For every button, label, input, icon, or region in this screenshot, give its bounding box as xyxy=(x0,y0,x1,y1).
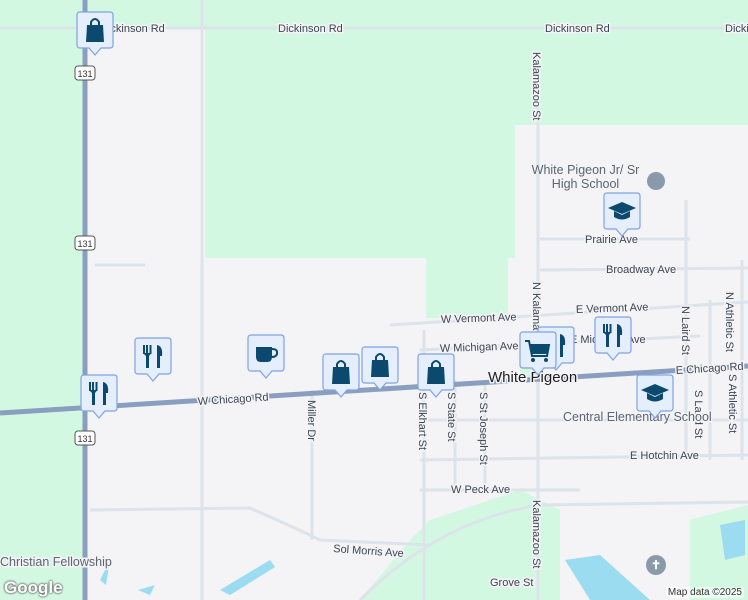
svg-text:W Vermont Ave: W Vermont Ave xyxy=(441,311,517,326)
svg-text:131: 131 xyxy=(77,69,92,79)
svg-text:E Hotchin Ave: E Hotchin Ave xyxy=(630,450,699,462)
svg-text:Dickinson Rd: Dickinson Rd xyxy=(545,23,610,35)
svg-text:Sol Morris Ave: Sol Morris Ave xyxy=(333,543,404,560)
chicago-rd xyxy=(0,363,748,416)
marker-shopping[interactable] xyxy=(76,11,114,56)
svg-text:S Laird St: S Laird St xyxy=(692,390,704,438)
svg-text:S State St: S State St xyxy=(445,392,457,442)
church-pin-icon xyxy=(646,555,666,575)
marker-shopping[interactable] xyxy=(361,346,399,391)
marker-school[interactable] xyxy=(603,192,641,237)
svg-text:Prairie Ave: Prairie Ave xyxy=(585,234,638,246)
svg-text:W Peck Ave: W Peck Ave xyxy=(451,484,510,496)
svg-text:Kalamazoo St: Kalamazoo St xyxy=(530,500,542,568)
marker-restaurant[interactable] xyxy=(80,374,118,419)
svg-text:N Athletic St: N Athletic St xyxy=(723,292,735,352)
marker-restaurant[interactable] xyxy=(134,337,172,382)
map-attribution[interactable]: Map data ©2025 xyxy=(665,587,744,598)
svg-text:Dickinson Rd: Dickinson Rd xyxy=(100,23,165,35)
svg-text:W Michigan Ave: W Michigan Ave xyxy=(440,340,519,355)
place-labels: Central Elementary School Christian Fell… xyxy=(0,172,713,575)
school-pin-icon xyxy=(647,172,665,190)
svg-text:N Kalama: N Kalama xyxy=(530,282,542,331)
svg-text:✝: ✝ xyxy=(651,558,661,572)
marker-restaurant[interactable] xyxy=(594,316,632,361)
google-logo: Google xyxy=(4,578,63,597)
us-131-shield: 131 131 131 xyxy=(74,65,96,446)
marker-grocery[interactable] xyxy=(519,331,557,376)
svg-text:E Chicago Rd: E Chicago Rd xyxy=(675,361,743,377)
central-elementary-label: Central Elementary School xyxy=(563,410,712,424)
svg-text:S St Joseph St: S St Joseph St xyxy=(477,392,489,465)
marker-school[interactable] xyxy=(636,374,674,419)
svg-text:N Laird St: N Laird St xyxy=(679,306,691,355)
svg-text:Miller Dr: Miller Dr xyxy=(305,400,317,441)
svg-text:E Vermont Ave: E Vermont Ave xyxy=(576,301,649,316)
marker-shopping[interactable] xyxy=(322,353,360,398)
svg-text:Dickinson Rd: Dickinson Rd xyxy=(278,23,343,35)
svg-text:S Elkhart St: S Elkhart St xyxy=(416,392,428,450)
town-label: White Pigeon xyxy=(488,369,577,386)
svg-text:Grove St: Grove St xyxy=(490,577,533,589)
svg-text:Broadway Ave: Broadway Ave xyxy=(606,264,676,276)
road-labels: Dickinson Rd Dickinson Rd Dickinson Rd D… xyxy=(99,22,748,591)
water-areas xyxy=(100,520,745,600)
svg-text:131: 131 xyxy=(77,434,92,444)
svg-text:Dickinson Rd: Dickinson Rd xyxy=(725,23,748,35)
svg-text:Kalamazoo St: Kalamazoo St xyxy=(530,52,542,120)
high-school-label: White Pigeon Jr/ Sr High School xyxy=(531,163,640,191)
svg-text:131: 131 xyxy=(77,239,92,249)
marker-shopping[interactable] xyxy=(417,353,455,398)
marker-cafe[interactable] xyxy=(247,334,285,379)
svg-text:S Athletic St: S Athletic St xyxy=(726,374,738,433)
svg-text:W Chicago Rd: W Chicago Rd xyxy=(197,392,269,408)
church-label: Christian Fellowship xyxy=(0,555,112,569)
